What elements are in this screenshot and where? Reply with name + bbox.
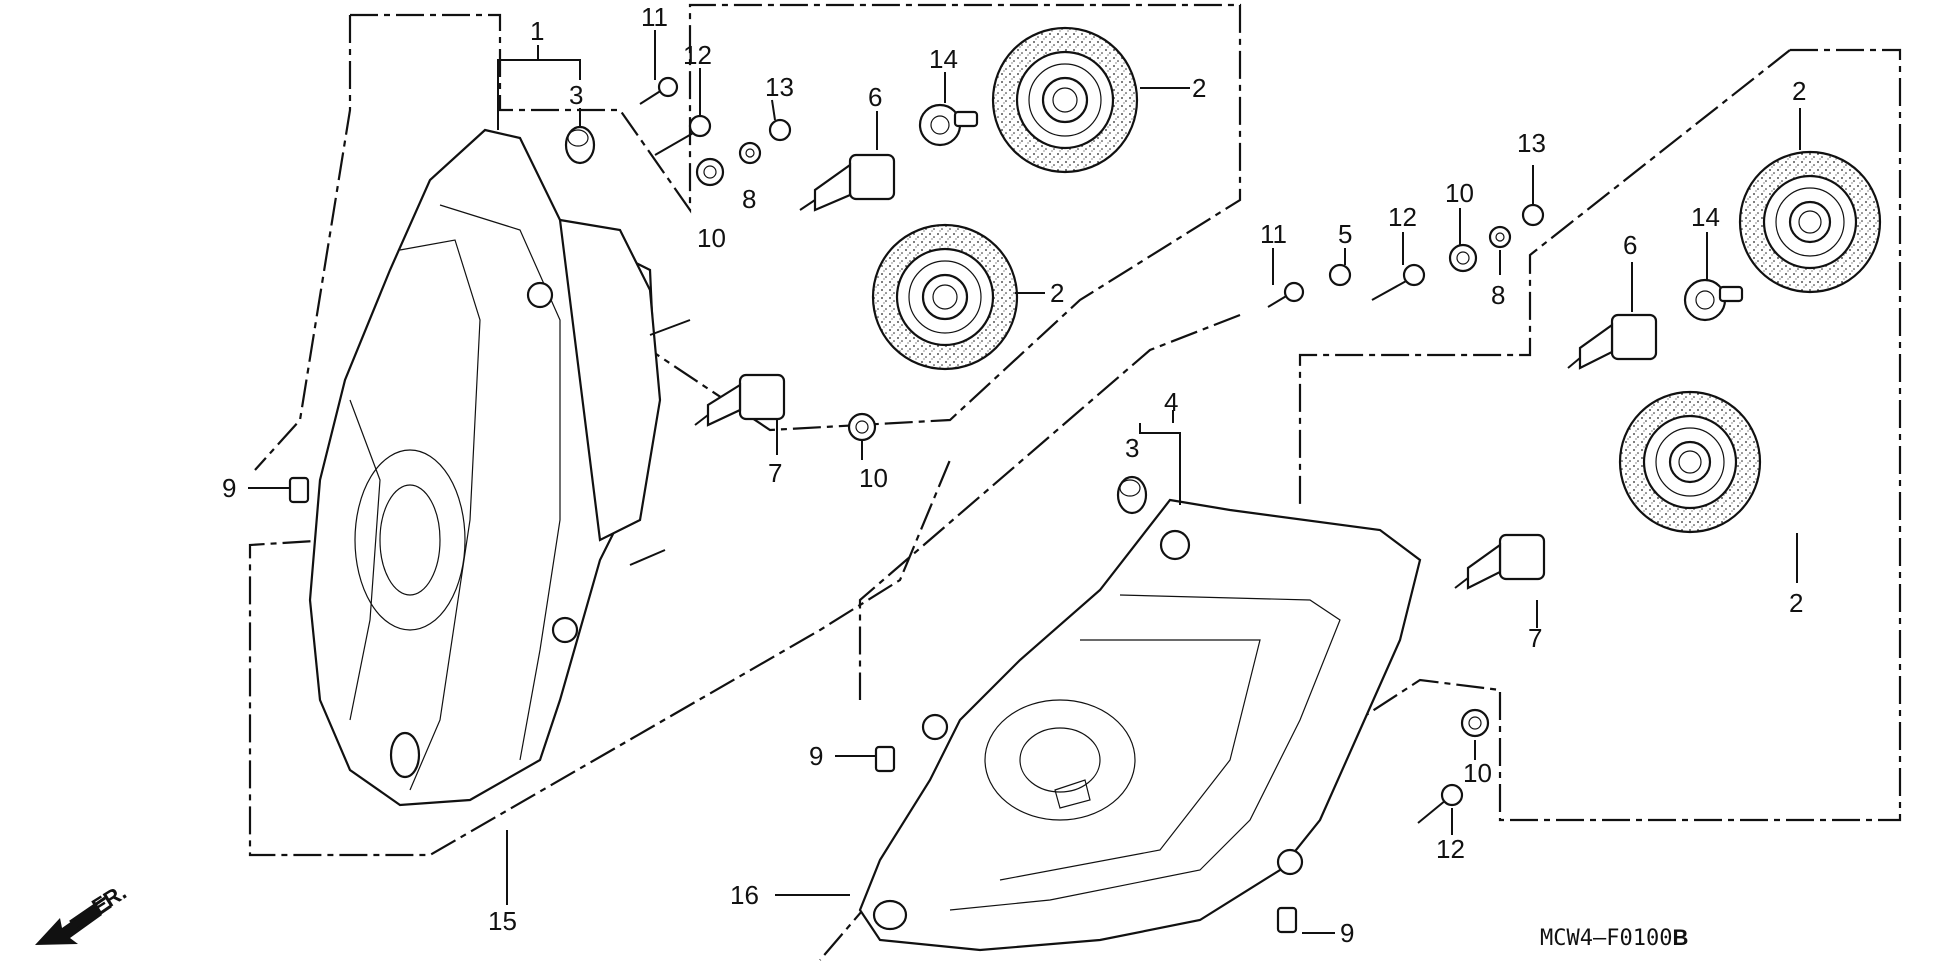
callout-7a: 7 [768, 458, 782, 488]
callout-8b: 8 [1491, 280, 1505, 310]
callout-2d: 2 [1789, 588, 1803, 618]
svg-text:MCW4–F0100B: MCW4–F0100B [1540, 925, 1688, 951]
callout-10b: 10 [859, 463, 888, 493]
grommet-10-d [1460, 708, 1490, 738]
socket-14-right [1683, 278, 1744, 322]
callout-9a: 9 [222, 473, 236, 503]
bulb-6-left [799, 153, 896, 212]
callout-16: 16 [730, 880, 759, 910]
arrow-front-icon [35, 896, 112, 945]
callout-3a: 3 [569, 80, 583, 110]
callout-10c: 10 [1445, 178, 1474, 208]
bulb-cover-mid [871, 223, 1019, 371]
clip-9-b [874, 745, 896, 773]
callout-12b: 12 [1388, 202, 1417, 232]
callout-12a: 12 [683, 40, 712, 70]
callout-14a: 14 [929, 44, 958, 74]
callout-10a: 10 [697, 223, 726, 253]
callout-4: 4 [1164, 387, 1178, 417]
callout-7b: 7 [1528, 623, 1542, 653]
washer-8-a [738, 141, 762, 165]
callout-5: 5 [1338, 219, 1352, 249]
callout-12c: 12 [1436, 834, 1465, 864]
socket-14-left [918, 103, 979, 147]
bulb-cover-right-bottom [1618, 390, 1762, 534]
callout-2a: 2 [1192, 73, 1206, 103]
collar-3-right [1116, 475, 1148, 515]
callout-2c: 2 [1792, 76, 1806, 106]
grommet-10-c [1448, 243, 1478, 273]
callout-13b: 13 [1517, 128, 1546, 158]
front-indicator: FR. [35, 879, 131, 945]
callout-8a: 8 [742, 184, 756, 214]
screw-11-a [639, 76, 679, 105]
bulb-cover-top [991, 26, 1139, 174]
nut-13-b [1521, 203, 1545, 227]
collar-3-left [564, 125, 596, 165]
grommet-10-a [695, 157, 725, 187]
screw-11-b [1267, 281, 1305, 308]
callout-15: 15 [488, 906, 517, 936]
nut-13-a [768, 118, 792, 142]
bulb-7-right [1454, 533, 1546, 590]
callout-1: 1 [530, 16, 544, 46]
callout-labels: 1 3 11 12 13 10 8 6 14 2 2 7 10 9 15 11 … [222, 2, 1806, 948]
callout-3b: 3 [1125, 433, 1139, 463]
screw-12-b [1371, 263, 1426, 301]
callout-9b: 9 [809, 741, 823, 771]
bulb-6-right [1567, 313, 1658, 370]
callout-2b: 2 [1050, 278, 1064, 308]
diagram-code: MCW4–F0100B [1540, 925, 1688, 951]
screw-12-a [654, 114, 712, 156]
callout-6b: 6 [1623, 230, 1637, 260]
callout-9c: 9 [1340, 918, 1354, 948]
callout-13a: 13 [765, 72, 794, 102]
bulb-cover-right-top [1738, 150, 1882, 294]
headlight-right-unit [858, 498, 1422, 952]
callout-10d: 10 [1463, 758, 1492, 788]
callout-11b: 11 [1260, 219, 1287, 249]
diagram-code-suffix: B [1672, 925, 1688, 950]
spacer-5 [1328, 263, 1352, 287]
leader-lines [248, 30, 1801, 934]
screw-12-c [1417, 783, 1464, 824]
callout-14b: 14 [1691, 202, 1720, 232]
callout-6a: 6 [868, 82, 882, 112]
headlight-left-unit [308, 128, 691, 807]
callout-11a: 11 [641, 2, 668, 32]
clip-9-c [1276, 906, 1298, 934]
grommet-10-b [847, 412, 877, 442]
clip-9-a [288, 476, 310, 504]
washer-8-b [1488, 225, 1512, 249]
bulb-7-left [694, 373, 786, 427]
diagram-code-text: MCW4–F0100 [1540, 926, 1672, 951]
